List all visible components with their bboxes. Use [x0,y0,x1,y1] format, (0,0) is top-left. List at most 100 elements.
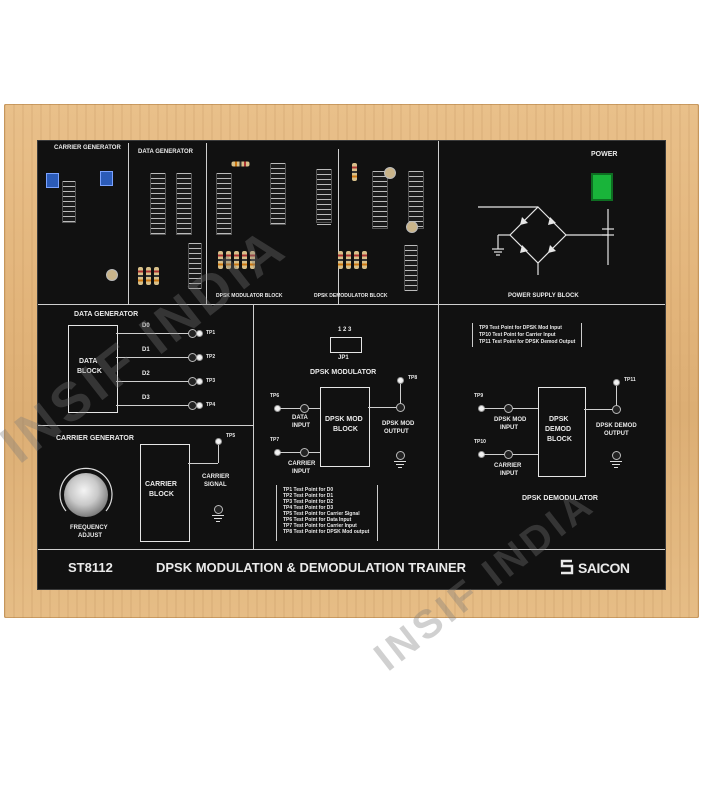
divider-v-top1 [128,143,129,304]
legend-line: TP7 Test Point for Carrier Input [283,523,357,529]
tp-label: TP8 [408,375,418,381]
data-block-label: DATA [79,358,98,365]
ic-chip [216,171,232,237]
demod-mod-input-label: DPSK MOD [494,417,527,423]
dpsk-modulator-title: DPSK MODULATOR [310,369,377,376]
trimmer-pot[interactable] [384,167,396,179]
tp-label: TP2 [206,354,216,360]
legend-line: TP1 Test Point for D0 [283,487,334,493]
label-dpsk-mod-block: DPSK MODULATOR BLOCK [216,293,283,299]
model-number: ST8112 [68,560,113,575]
data-input-label: DATA [292,415,308,421]
legend-line: TP9 Test Point for DPSK Mod Input [479,325,562,331]
data-output-name: D3 [142,395,150,401]
ground-socket[interactable] [396,451,405,460]
data-generator-title: DATA GENERATOR [74,311,139,318]
legend-line: TP4 Test Point for D3 [283,505,334,511]
power-switch[interactable] [591,173,613,201]
tp-label: TP3 [206,378,216,384]
resistor [226,251,231,269]
legend-line: TP8 Test Point for DPSK Mod output [283,529,370,535]
socket-ring[interactable] [396,403,405,412]
dpsk-demod-block: DPSK DEMOD BLOCK [538,387,586,477]
ground-icon [610,461,622,471]
legend-line: TP2 Test Point for D1 [283,493,334,499]
resistor [250,251,255,269]
trimmer-pot[interactable] [406,221,418,233]
dpsk-mod-block-label: BLOCK [333,426,358,433]
label-power: POWER [591,151,618,158]
data-output-name: D1 [142,347,150,353]
potentiometer-2[interactable] [100,171,113,186]
ic-chip [316,167,332,225]
bridge-rectifier-icon [478,206,614,275]
test-point-tp11[interactable] [613,379,620,386]
ic-chip [150,171,166,237]
brand-name: SAICON [578,560,630,576]
mod-output-label: DPSK MOD [382,421,415,427]
data-output-name: D2 [142,371,150,377]
test-point-tp1[interactable] [196,330,203,337]
potentiometer-1[interactable] [46,173,59,188]
knob-arc-icon [59,467,113,512]
carrier-signal-label: SIGNAL [204,482,227,488]
legend-line: TP10 Test Point for Carrier Input [479,332,556,338]
carrier-block-label: CARRIER [145,481,177,488]
board-title: DPSK MODULATION & DEMODULATION TRAINER [156,560,467,575]
dpsk-mod-block: DPSK MOD BLOCK [320,387,370,467]
knob-label: ADJUST [78,533,103,539]
jumper-pins: 1 2 3 [338,327,352,333]
ground-icon [394,461,406,471]
saicon-logo-icon [558,558,576,576]
jumper-label: JP1 [338,355,349,361]
dpsk-demod-block-label: BLOCK [547,436,572,443]
divider-h-bottom [38,549,665,550]
trainer-panel: CARRIER GENERATOR DATA GENERATOR DPSK MO… [37,140,666,590]
resistor [362,251,367,269]
demod-output-label: OUTPUT [604,431,629,437]
test-point-tp5[interactable] [215,438,222,445]
label-carrier-generator-top: CARRIER GENERATOR [54,145,121,151]
resistor [138,267,143,285]
socket-ring[interactable] [300,404,309,413]
demod-legend: TP9 Test Point for DPSK Mod Input TP10 T… [472,323,582,347]
tp-label: TP4 [206,402,216,408]
tp-label: TP7 [270,437,280,443]
resistor [218,251,223,269]
dpsk-demod-block-label: DPSK [549,416,569,423]
socket-ring[interactable] [504,450,513,459]
ic-chip [270,161,286,227]
resistor [354,251,359,269]
demod-output-label: DPSK DEMOD [596,423,637,429]
carrier-input-label: CARRIER [288,461,316,467]
data-input-label: INPUT [292,423,310,429]
socket-ring[interactable] [300,448,309,457]
tp-label: TP9 [474,393,484,399]
label-power-supply-block: POWER SUPPLY BLOCK [508,293,579,299]
tp-label: TP11 [624,377,636,383]
ic-chip [62,179,76,225]
socket-ring[interactable] [612,405,621,414]
ic-chip [372,169,388,231]
demod-carrier-input-label: INPUT [500,471,518,477]
carrier-block-label: BLOCK [149,491,174,498]
jumper-jp1[interactable] [330,337,362,353]
frequency-adjust-knob[interactable] [64,473,108,517]
ground-socket[interactable] [612,451,621,460]
demod-mod-input-label: INPUT [500,425,518,431]
test-point-tp3[interactable] [196,378,203,385]
ground-socket[interactable] [214,505,223,514]
legend-line: TP5 Test Point for Carrier Signal [283,511,360,517]
test-point-tp2[interactable] [196,354,203,361]
test-point-tp8[interactable] [397,377,404,384]
trimmer-pot[interactable] [106,269,118,281]
test-point-tp4[interactable] [196,402,203,409]
data-output-name: D0 [142,323,150,329]
carrier-block: CARRIER BLOCK [140,444,190,542]
socket-ring[interactable] [504,404,513,413]
data-block-label: BLOCK [77,368,102,375]
legend-line: TP6 Test Point for Data Input [283,517,352,523]
resistor [242,251,247,269]
divider-v-top3 [338,149,339,304]
label-data-generator-top: DATA GENERATOR [138,149,193,155]
